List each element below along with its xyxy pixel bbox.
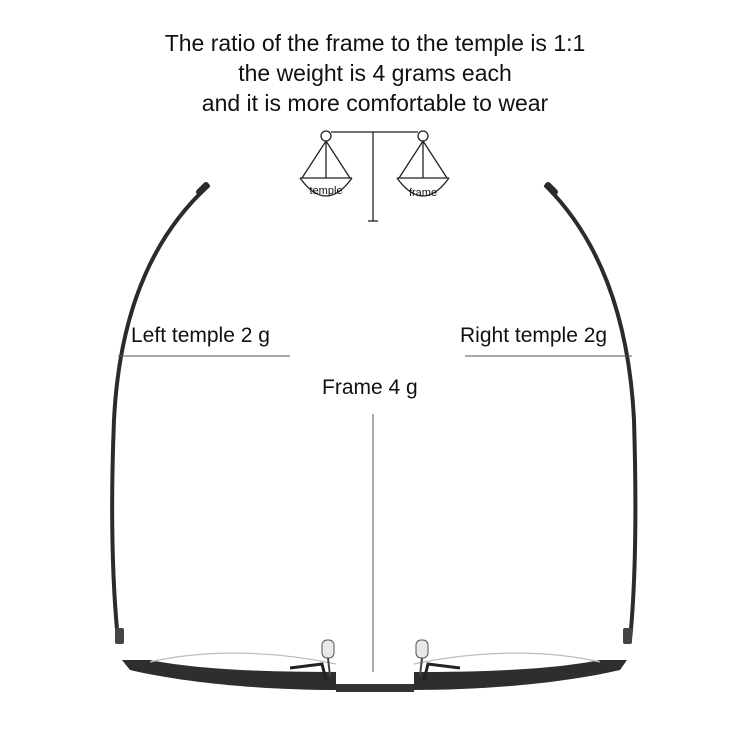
right-temple-label: Right temple 2g — [460, 324, 608, 347]
left-pan-label: temple — [309, 185, 342, 197]
left-temple-arm — [110, 182, 210, 642]
frame-weight-label: Frame 4 g — [322, 376, 418, 399]
frame-front — [122, 652, 627, 692]
right-temple-arm — [544, 182, 638, 642]
left-temple-label: Left temple 2 g — [131, 324, 270, 347]
right-pan-label: frame — [409, 187, 437, 199]
headline: The ratio of the frame to the temple is … — [0, 28, 750, 118]
headline-line-1: The ratio of the frame to the temple is … — [164, 30, 586, 56]
right-hinge — [623, 628, 632, 644]
balance-scale-icon — [299, 130, 450, 222]
headline-line-3: and it is more comfortable to wear — [201, 90, 549, 116]
nose-pads — [321, 639, 429, 677]
left-hinge — [115, 628, 124, 644]
headline-line-2: the weight is 4 grams each — [238, 60, 512, 86]
